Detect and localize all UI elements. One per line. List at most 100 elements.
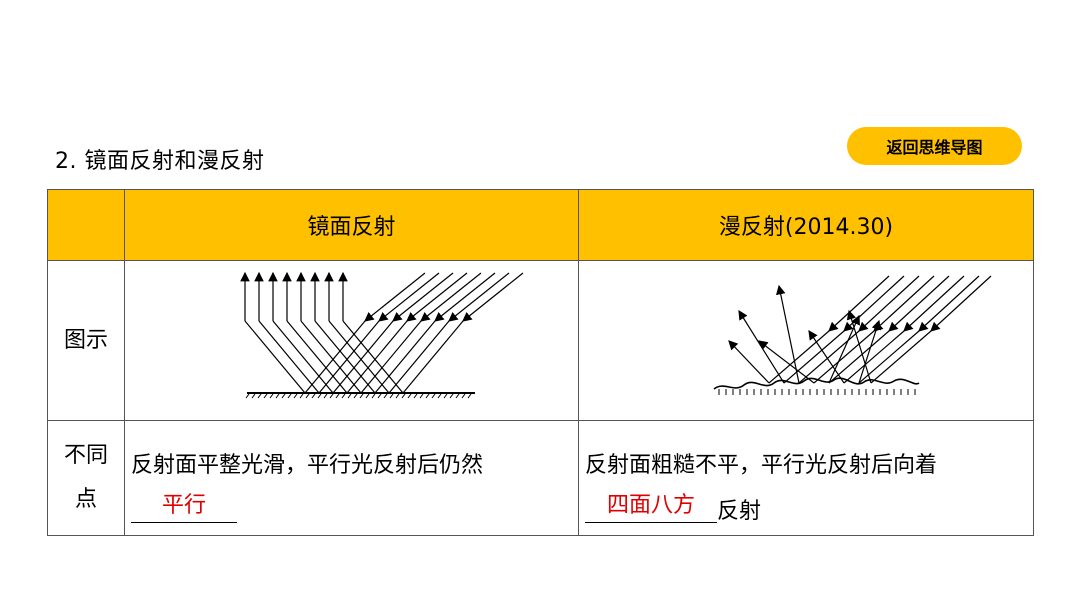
light-ray <box>402 320 464 394</box>
row-label-figure: 图示 <box>47 260 125 421</box>
light-ray <box>808 330 845 384</box>
surface-hatch <box>395 393 400 399</box>
light-ray <box>462 272 524 322</box>
light-ray <box>858 319 881 384</box>
surface-hatch <box>377 393 382 399</box>
light-ray <box>328 320 390 394</box>
light-ray <box>378 272 440 322</box>
surface-hatch <box>269 393 274 399</box>
light-ray <box>930 275 992 332</box>
surface-hatch <box>251 393 256 399</box>
light-ray <box>360 320 422 394</box>
light-ray <box>813 330 875 384</box>
table-row-difference: 不同 点 反射面平整光滑，平行光反射后仍然 平行 反射面粗糙不平，平行光反射后向… <box>47 420 1034 536</box>
surface-hatch <box>467 393 472 399</box>
light-ray <box>272 320 334 394</box>
light-ray <box>434 272 496 322</box>
surface-hatch <box>329 393 334 399</box>
surface-hatch <box>437 393 442 399</box>
surface-hatch <box>353 393 358 399</box>
light-ray <box>858 275 920 332</box>
light-ray <box>342 320 404 394</box>
header-specular: 镜面反射 <box>124 189 579 261</box>
surface-hatch <box>347 393 352 399</box>
surface-hatch <box>413 393 418 399</box>
light-ray <box>828 314 860 384</box>
section-title: 2. 镜面反射和漫反射 <box>55 149 265 174</box>
diffuse-difference-text: 反射面粗糙不平，平行光反射后向着 <box>585 453 938 478</box>
light-ray <box>392 272 454 322</box>
light-ray <box>420 272 482 322</box>
light-ray <box>828 330 890 384</box>
diffuse-suffix-text: 反射 <box>717 499 762 524</box>
light-ray <box>870 330 932 384</box>
surface-hatch <box>281 393 286 399</box>
surface-hatch <box>275 393 280 399</box>
light-ray <box>783 330 845 384</box>
diffuse-reflection-diagram <box>713 275 992 395</box>
light-ray <box>374 320 436 394</box>
light-ray <box>758 340 815 384</box>
table-header-row: 镜面反射 漫反射(2014.30) <box>47 189 1034 261</box>
surface-hatch <box>293 393 298 399</box>
light-ray <box>364 272 426 322</box>
light-ray <box>314 320 376 394</box>
light-ray <box>286 320 348 394</box>
back-to-mindmap-button[interactable]: 返回思维导图 <box>847 127 1022 165</box>
surface-hatch <box>371 393 376 399</box>
comparison-table: 镜面反射 漫反射(2014.30) 图示 <box>47 189 1034 536</box>
surface-hatch <box>401 393 406 399</box>
surface-hatch <box>431 393 436 399</box>
specular-difference-text: 反射面平整光滑，平行光反射后仍然 <box>131 453 484 478</box>
surface-hatch <box>263 393 268 399</box>
surface-hatch <box>383 393 388 399</box>
table-row-figure: 图示 <box>47 260 1034 421</box>
light-ray <box>873 275 935 332</box>
surface-hatch <box>317 393 322 399</box>
light-ray <box>858 330 920 384</box>
light-ray <box>888 275 950 332</box>
light-ray <box>903 275 965 332</box>
light-ray <box>448 272 510 322</box>
surface-hatch <box>257 393 262 399</box>
light-ray <box>918 275 980 332</box>
specular-reflection-diagram <box>240 271 524 399</box>
light-ray <box>304 320 366 394</box>
light-ray <box>846 309 872 384</box>
surface-hatch <box>335 393 340 399</box>
surface-hatch <box>365 393 370 399</box>
light-ray <box>828 275 890 332</box>
surface-hatch <box>311 393 316 399</box>
light-ray <box>388 320 450 394</box>
light-ray <box>318 320 380 394</box>
surface-hatch <box>287 393 292 399</box>
row-label-difference: 不同 点 <box>47 420 125 536</box>
specular-figure-cell <box>124 260 579 421</box>
surface-hatch <box>341 393 346 399</box>
light-ray <box>798 330 860 384</box>
surface-hatch <box>425 393 430 399</box>
diffuse-answer-blank: 四面八方 <box>585 490 717 523</box>
surface-hatch <box>455 393 460 399</box>
surface-hatch <box>299 393 304 399</box>
surface-hatch <box>449 393 454 399</box>
light-ray <box>728 340 770 384</box>
header-blank <box>47 189 125 261</box>
light-ray <box>244 320 306 394</box>
surface-hatch <box>407 393 412 399</box>
diffuse-difference-cell: 反射面粗糙不平，平行光反射后向着 四面八方反射 <box>578 420 1034 536</box>
light-ray <box>843 330 905 384</box>
light-ray <box>775 284 800 384</box>
specular-difference-cell: 反射面平整光滑，平行光反射后仍然 平行 <box>124 420 579 536</box>
light-ray <box>332 320 394 394</box>
row-label-line1: 不同 <box>63 443 108 468</box>
light-ray <box>406 272 468 322</box>
surface-hatch <box>323 393 328 399</box>
light-ray <box>300 320 362 394</box>
diffuse-figure-cell <box>578 260 1034 421</box>
specular-answer-blank: 平行 <box>131 490 237 523</box>
surface-hatch <box>443 393 448 399</box>
surface-hatch <box>359 393 364 399</box>
light-ray <box>258 320 320 394</box>
surface-hatch <box>419 393 424 399</box>
